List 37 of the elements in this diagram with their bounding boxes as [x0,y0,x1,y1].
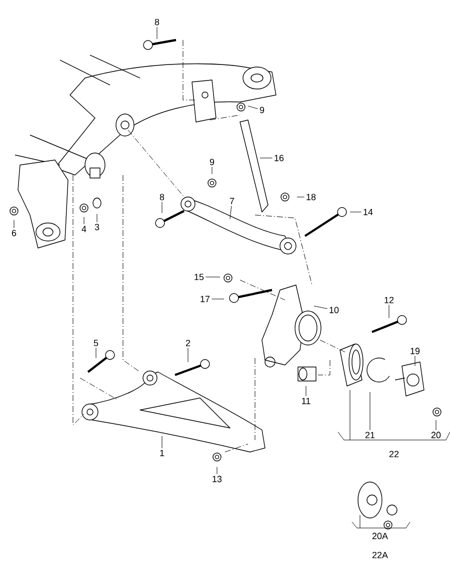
leader-line [296,196,305,198]
leader-line [388,304,390,318]
callout-number: 1 [160,450,164,456]
callout-number: 16 [274,154,284,162]
callout-number: 8 [160,194,164,200]
callout-number: 2 [186,340,190,346]
callout-number: 17 [200,296,210,302]
leader-line [156,26,158,40]
callout-number: 19 [410,348,420,354]
leader-line [96,214,98,222]
callout-number: 11 [302,398,310,404]
callout-number: 3 [94,224,100,230]
callout-number: 8 [154,18,160,26]
leader-line [414,356,416,366]
callout-number: 22 [389,450,399,458]
leader-line [211,298,224,300]
callout-number: 12 [384,296,394,304]
callout-number: 6 [12,230,16,236]
callout-number: 9 [210,158,214,166]
callout-number: 22A [372,552,388,558]
leader-line [248,106,258,110]
callout-number: 9 [260,106,264,114]
callout-number: 21 [365,432,375,438]
callout-number: 20 [431,432,441,438]
leader-line [205,276,220,278]
callout-number: 14 [364,208,373,216]
callout-number: 18 [306,194,316,200]
callout-number: 7 [230,198,234,204]
callout-number: 13 [212,476,222,482]
callout-number: 10 [330,306,339,314]
leader-line [216,466,218,474]
callout-number: 15 [194,274,204,280]
leader-line [314,306,328,309]
callout-number: 5 [94,340,98,346]
callout-number: 4 [82,226,86,232]
leader-line [230,206,232,220]
callout-number: 20A [372,532,388,540]
